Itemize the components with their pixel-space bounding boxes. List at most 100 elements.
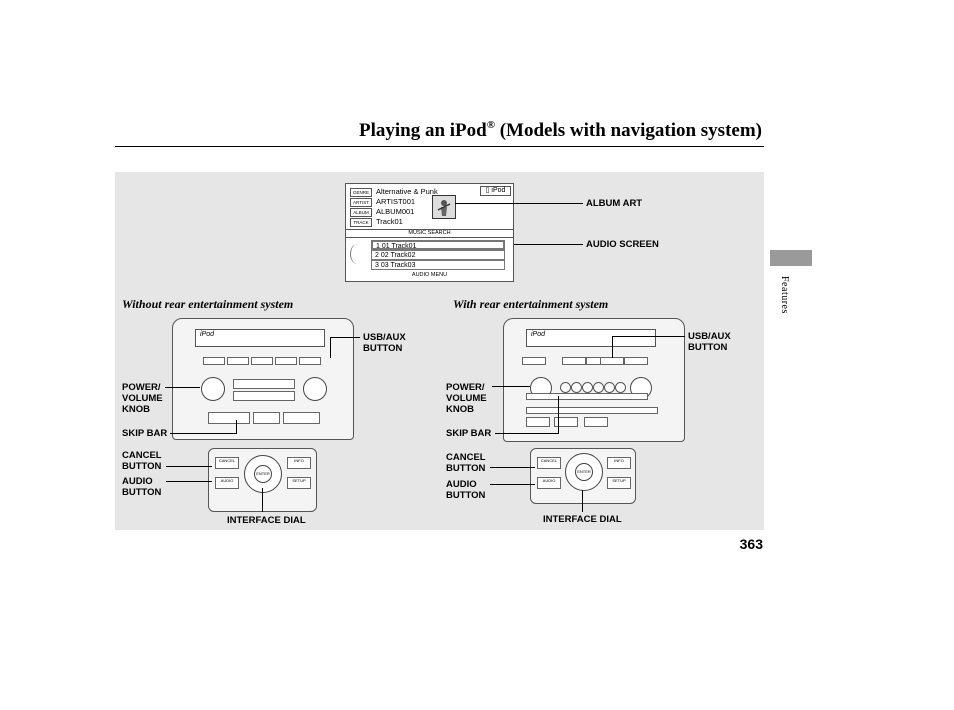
album-value: ALBUM001	[376, 207, 415, 216]
callout-line	[262, 488, 263, 512]
usb-aux-button[interactable]	[600, 357, 624, 365]
setup-button[interactable]: SETUP	[607, 477, 631, 489]
genre-value: Alternative & Punk	[376, 187, 438, 196]
cancel-button[interactable]: CANCEL	[537, 457, 561, 469]
cancel-button[interactable]: CANCEL	[215, 457, 239, 469]
scroll-arc-left	[350, 244, 365, 264]
list-item: 2 02 Track02	[371, 250, 505, 260]
callout-line	[236, 420, 237, 433]
callout-line	[490, 484, 535, 485]
usb-aux-button[interactable]	[299, 357, 321, 365]
interface-dial-label-left: INTERFACE DIAL	[227, 515, 306, 526]
callout-line	[612, 336, 685, 337]
audio-screen: GENRE ARTIST ALBUM TRACK Alternative & P…	[345, 183, 514, 282]
preset-button[interactable]	[203, 357, 225, 365]
page-number: 363	[739, 536, 763, 552]
callout-line	[170, 433, 237, 434]
screen-divider	[346, 229, 513, 230]
skip-bar-label-left: SKIP BAR	[122, 428, 168, 439]
audio-screen-label: AUDIO SCREEN	[586, 239, 659, 250]
audio-menu-label: AUDIO MENU	[411, 272, 448, 278]
ipod-source-indicator: ▯ iPod	[480, 186, 511, 196]
album-art-image	[432, 195, 456, 219]
skip-bar-label-right: SKIP BAR	[446, 428, 492, 439]
info-button[interactable]: INFO	[607, 457, 631, 469]
number-buttons-row[interactable]	[233, 391, 295, 401]
without-rear-subtitle: Without rear entertainment system	[122, 297, 294, 311]
preset-number-button[interactable]	[615, 382, 626, 393]
category-button[interactable]	[584, 417, 608, 427]
audio-button[interactable]: AUDIO	[537, 477, 561, 489]
scan-button[interactable]	[554, 417, 578, 427]
callout-line	[330, 337, 360, 338]
preset-button[interactable]	[275, 357, 297, 365]
number-buttons-row[interactable]	[233, 379, 295, 389]
section-tab	[770, 250, 812, 266]
screen-divider	[346, 237, 513, 238]
preset-number-button[interactable]	[593, 382, 604, 393]
skip-bar[interactable]	[526, 393, 648, 400]
callout-line	[166, 466, 212, 467]
callout-line	[165, 387, 200, 388]
interface-dial-label-right: INTERFACE DIAL	[543, 514, 622, 525]
preset-button[interactable]	[624, 357, 648, 365]
music-search-label: MUSIC SEARCH	[408, 230, 451, 236]
tune-knob[interactable]	[303, 377, 327, 401]
album-art-callout-line	[455, 203, 583, 204]
category-button[interactable]	[283, 412, 320, 424]
callout-line	[490, 467, 535, 468]
interface-dial[interactable]	[565, 453, 603, 491]
preset-button[interactable]	[251, 357, 273, 365]
track-tag: TRACK	[350, 218, 372, 227]
artist-value: ARTIST001	[376, 197, 416, 206]
album-art-label: ALBUM ART	[586, 198, 643, 209]
mode-button[interactable]	[526, 417, 550, 427]
genre-tag: GENRE	[350, 188, 372, 197]
callout-line	[558, 396, 559, 433]
album-tag: ALBUM	[350, 208, 372, 217]
audio-button[interactable]: AUDIO	[215, 477, 239, 489]
setup-button[interactable]: SETUP	[287, 477, 311, 489]
audio-unit-left: iPod	[172, 318, 354, 440]
callout-line	[612, 336, 613, 358]
artist-tag: ARTIST	[350, 198, 372, 207]
lcd-display: iPod	[526, 329, 656, 347]
list-item: 1 01 Track01	[371, 240, 505, 250]
info-button[interactable]: INFO	[287, 457, 311, 469]
with-rear-subtitle: With rear entertainment system	[453, 297, 609, 311]
callout-line	[330, 337, 331, 358]
track-value: Track01	[376, 217, 403, 226]
preset-number-button[interactable]	[571, 382, 582, 393]
interface-dial[interactable]	[244, 455, 282, 493]
enter-button[interactable]: ENTER	[254, 465, 272, 483]
section-tab-label: Features	[779, 276, 790, 314]
preset-number-button[interactable]	[582, 382, 593, 393]
scan-button[interactable]	[253, 412, 280, 424]
page-title: Playing an iPod® (Models with navigation…	[358, 119, 762, 141]
callout-line	[166, 481, 212, 482]
preset-button[interactable]	[522, 357, 546, 365]
preset-button[interactable]	[562, 357, 586, 365]
audio-unit-right: iPod	[503, 318, 685, 442]
ipod-icon: ▯	[485, 187, 490, 194]
audio-screen-callout-line	[514, 244, 583, 245]
interface-unit-right: CANCEL AUDIO INFO SETUP ENTER	[530, 448, 636, 504]
preset-number-button[interactable]	[560, 382, 571, 393]
enter-button[interactable]: ENTER	[575, 463, 593, 481]
preset-button[interactable]	[227, 357, 249, 365]
title-rule	[115, 146, 764, 147]
list-item: 3 03 Track03	[371, 260, 505, 270]
callout-line	[492, 386, 530, 387]
lcd-display: iPod	[195, 329, 325, 347]
skip-bar[interactable]	[208, 412, 250, 424]
preset-number-button[interactable]	[604, 382, 615, 393]
power-volume-knob[interactable]	[201, 377, 225, 401]
